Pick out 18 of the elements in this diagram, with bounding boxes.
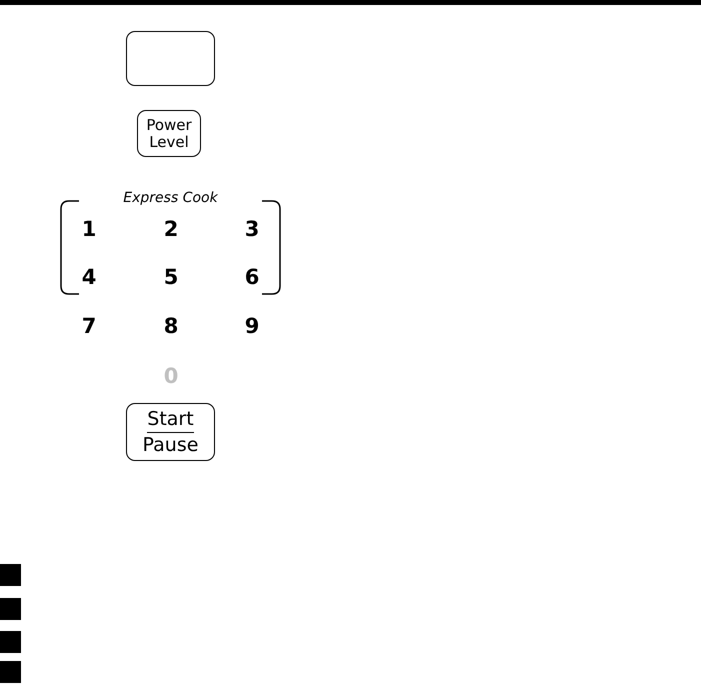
- key-label: Power Level: [145, 116, 193, 150]
- group-title: Express Cook: [122, 190, 219, 206]
- key-button: [137, 110, 201, 157]
- key-digit: 3: [244, 217, 260, 241]
- key-label: Start: [147, 407, 194, 433]
- key-digit: 6: [244, 265, 260, 289]
- display-window: [126, 31, 215, 86]
- key-digit: 0: [162, 364, 180, 388]
- key-label: Pause: [142, 433, 198, 457]
- key-digit: 2: [162, 217, 180, 241]
- key-digit: 4: [80, 265, 98, 289]
- key-digit: 8: [162, 314, 180, 338]
- key-group-bracket: [59, 188, 282, 296]
- key-digit: 1: [80, 217, 98, 241]
- key-button: [126, 403, 215, 461]
- key-digit: 5: [162, 265, 180, 289]
- key-digit: 9: [244, 314, 260, 338]
- key-digit: 7: [80, 314, 98, 338]
